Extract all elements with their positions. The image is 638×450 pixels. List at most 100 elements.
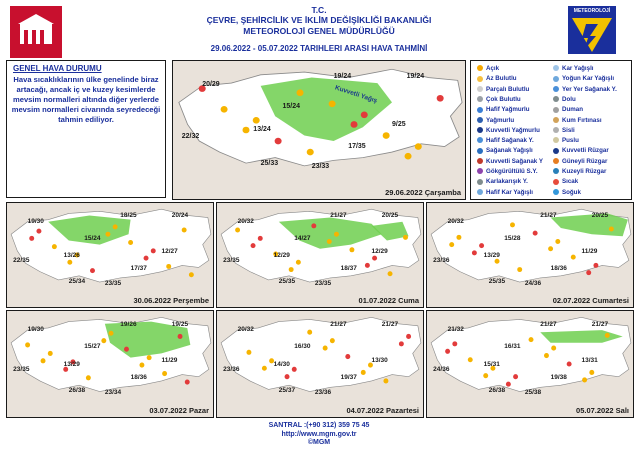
rain-area <box>550 213 628 237</box>
weather-icon <box>288 267 294 273</box>
weather-icon <box>29 235 35 241</box>
legend-item: Yağmurlu <box>477 117 514 124</box>
temperature-label: 23/36 <box>433 257 450 265</box>
temperature-label: 15/24 <box>282 103 301 111</box>
legend-symbol-icon <box>477 168 483 175</box>
header-line-2: ÇEVRE, ŞEHİRCİLİK VE İKLİM DEĞİŞİKLİĞİ B… <box>206 15 432 25</box>
turkey-map <box>173 61 465 199</box>
legend-item: Puslu <box>553 137 579 144</box>
legend-symbol-icon <box>553 85 559 92</box>
weather-icon <box>555 238 561 244</box>
temperature-label: 24/36 <box>433 366 450 374</box>
legend-item: Açık <box>477 65 499 72</box>
footer-url[interactable]: http://www.mgm.gov.tr <box>281 430 357 438</box>
weather-icon <box>311 223 317 229</box>
legend-symbol-icon <box>553 75 559 82</box>
temperature-label: 20/25 <box>591 212 609 220</box>
temperature-label: 13/29 <box>63 360 80 368</box>
panel-date-label: 05.07.2022 Salı <box>576 406 629 415</box>
weather-icon <box>548 246 554 252</box>
weather-icon <box>329 338 335 344</box>
weather-icon <box>128 240 134 246</box>
weather-icon <box>517 267 523 273</box>
temperature-label: 20/29 <box>202 80 220 88</box>
legend-item: Yoğun Kar Yağışlı <box>553 75 614 82</box>
temperature-label: 25/33 <box>260 160 279 168</box>
weather-icon <box>452 341 458 347</box>
temperature-label: 21/27 <box>330 320 347 328</box>
weather-icon <box>406 333 412 339</box>
temperature-label: 13/24 <box>253 125 271 133</box>
weather-icon <box>105 231 111 237</box>
legend-symbol-icon <box>477 116 483 123</box>
legend-item: Hafif Kar Yağışlı <box>477 189 533 196</box>
temperature-label: 12/27 <box>161 247 178 255</box>
weather-icon <box>593 262 599 268</box>
legend-item: Kar Yağışlı <box>553 65 594 72</box>
temperature-label: 18/36 <box>130 373 147 381</box>
weather-icon <box>306 148 314 156</box>
weather-icon <box>257 235 263 241</box>
weather-icon <box>146 355 152 361</box>
weather-icon <box>143 255 149 261</box>
rain-area <box>371 221 409 241</box>
temperature-label: 12/29 <box>273 251 290 259</box>
legend-item: Sıcak <box>553 178 578 185</box>
temperature-label: 23/35 <box>13 366 30 374</box>
temperature-label: 23/35 <box>314 279 332 287</box>
weather-icon <box>398 341 404 347</box>
temperature-label: 14/30 <box>273 360 290 368</box>
temperature-label: 19/24 <box>333 73 352 81</box>
weather-icon <box>445 348 451 354</box>
weather-icon <box>483 373 489 379</box>
weather-icon <box>334 231 339 237</box>
temperature-label: 20/32 <box>447 217 464 225</box>
weather-icon <box>403 234 408 240</box>
weather-icon <box>322 345 328 351</box>
weather-icon <box>532 230 538 236</box>
weather-icon <box>184 379 190 385</box>
legend-symbol-icon <box>553 188 559 195</box>
weather-icon <box>360 111 368 119</box>
temperature-label: 13/31 <box>581 356 598 364</box>
legend-symbol-icon <box>477 188 483 195</box>
panel-date-label: 01.07.2022 Cuma <box>358 296 419 305</box>
temperature-label: 20/32 <box>237 326 254 334</box>
legend-symbol-icon <box>477 96 483 103</box>
weather-icon <box>505 381 511 387</box>
temperature-label: 19/37 <box>340 373 357 381</box>
rain-area <box>260 77 392 142</box>
temperature-label: 20/24 <box>171 212 189 220</box>
weather-icon <box>490 365 496 371</box>
weather-icon <box>608 226 614 232</box>
temperature-label: 18/36 <box>550 264 567 272</box>
temperature-label: 21/27 <box>540 320 557 328</box>
temperature-label: 23/34 <box>104 389 122 397</box>
legend-item: Kum Fırtınası <box>553 117 602 124</box>
panel-date-label: 29.06.2022 Çarşamba <box>385 188 461 197</box>
weather-icon <box>90 268 95 274</box>
weather-icon <box>296 89 304 97</box>
weather-icon <box>404 152 412 160</box>
temperature-label: 24/36 <box>524 279 542 287</box>
temperature-label: 13/26 <box>63 251 80 259</box>
weather-icon <box>51 244 57 250</box>
weather-icon <box>604 332 610 338</box>
temperature-label: 15/31 <box>483 360 500 368</box>
legend-symbol-icon <box>477 147 483 154</box>
temperature-label: 21/27 <box>330 212 347 220</box>
legend-symbol-icon <box>477 75 483 82</box>
legend-symbol-icon <box>553 96 559 103</box>
temperature-label: 13/29 <box>483 251 500 259</box>
temperature-label: 23/35 <box>223 257 240 265</box>
legend-symbol-icon <box>477 106 483 113</box>
legend-item: Hafif Sağanak Y. <box>477 137 534 144</box>
weather-icon <box>108 330 114 336</box>
weather-icon <box>162 370 168 377</box>
weather-icon <box>295 259 301 265</box>
weather-icon <box>177 333 183 339</box>
weather-icon <box>449 242 455 248</box>
weather-icon <box>570 254 576 260</box>
